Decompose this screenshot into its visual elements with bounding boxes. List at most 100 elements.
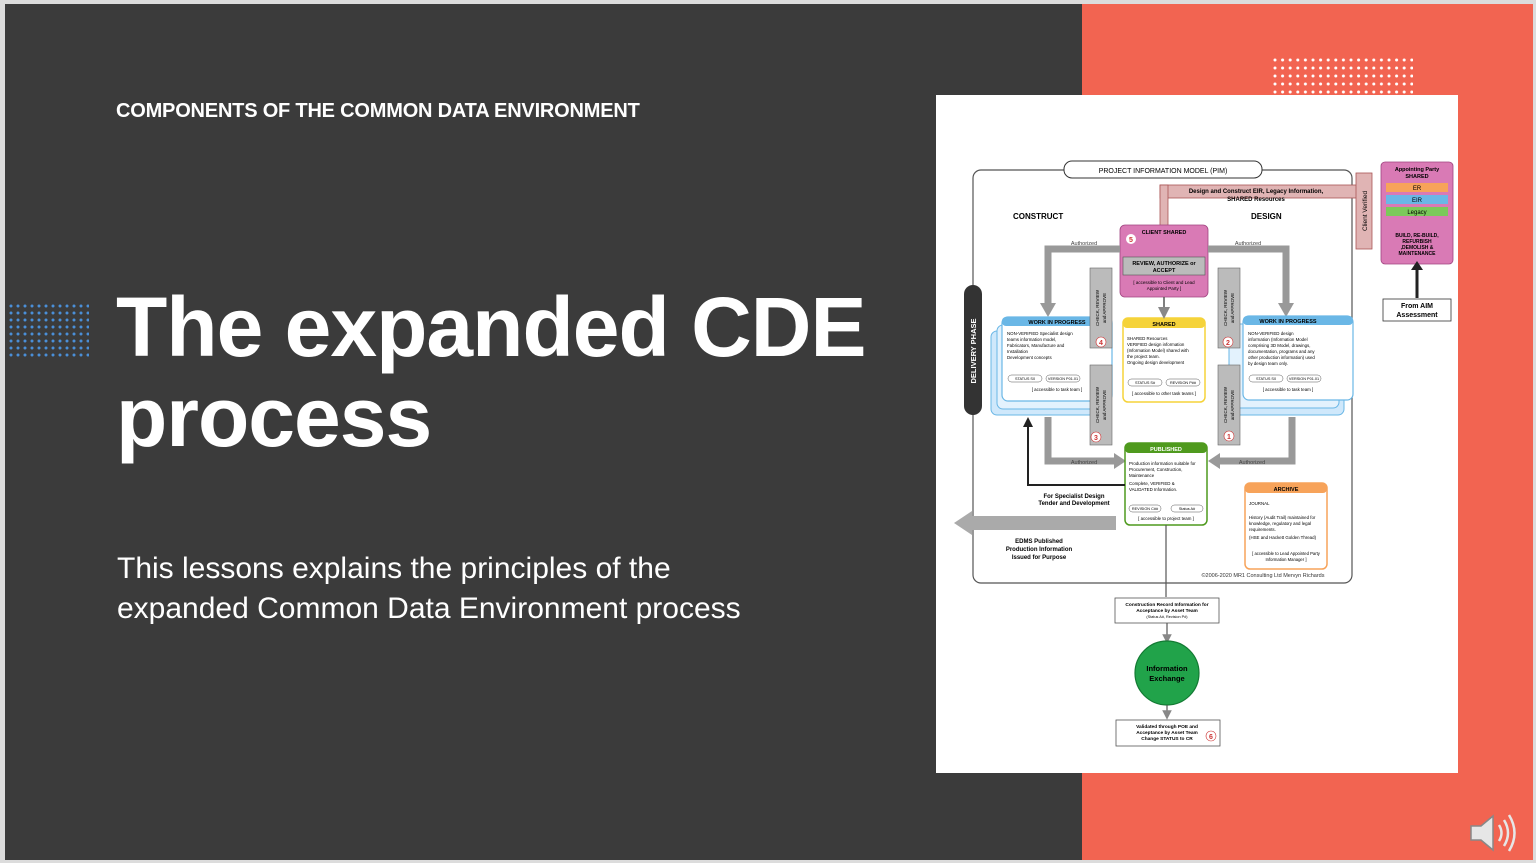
legacy-chip xyxy=(1386,207,1448,216)
validated-line-3: Change STATUS to CR xyxy=(1141,736,1193,742)
pim-label-box xyxy=(1063,160,1263,179)
published-line-4: Complete, VERIFIED & xyxy=(1129,481,1175,486)
step-5-badge xyxy=(1126,234,1136,244)
title-line-2: process xyxy=(116,370,432,464)
decorative-dots-white xyxy=(1273,58,1413,94)
authorized-arrow-bottom-left-head xyxy=(1114,453,1126,469)
archive-line-3: knowledge, regulatory and legal xyxy=(1249,521,1311,526)
wip-left-line-5: Development concepts xyxy=(1007,355,1052,360)
check-4-line-2: and APPROVE xyxy=(1102,293,1107,323)
authorized-arrow-bottom-right-head xyxy=(1208,453,1220,469)
wip-right-header xyxy=(1243,316,1353,325)
slide-subtitle: This lessons explains the principles of … xyxy=(117,549,837,629)
archive-header xyxy=(1245,483,1327,493)
step-6-badge xyxy=(1205,730,1217,742)
construction-record-line-3: (Status A#, Revision P#) xyxy=(1146,615,1188,619)
appointing-party-sub: SHARED xyxy=(1405,174,1428,180)
cde-diagram: PROJECT INFORMATION MODEL (PIM) Design a… xyxy=(954,160,1454,747)
construction-record-line-2: Acceptance by Asset Team xyxy=(1136,608,1198,614)
step-3-badge xyxy=(1090,431,1102,443)
step-6-label: 6 xyxy=(1209,734,1213,741)
delivery-phase-label: DELIVERY PHASE xyxy=(969,318,978,383)
information-exchange-circle xyxy=(1134,640,1200,706)
from-aim-2: Assessment xyxy=(1396,312,1438,319)
archive-line-4: requirements. xyxy=(1249,527,1276,532)
wip-right-line-6: by design team only. xyxy=(1248,361,1288,366)
wip-left-access: [ accessible to task team ] xyxy=(1032,387,1083,392)
client-shared-title: CLIENT SHARED xyxy=(1142,230,1187,236)
delivery-phase-pill xyxy=(964,285,982,415)
wip-right-status: STATUS S0 xyxy=(1256,377,1276,381)
authorized-arrow-top-right-head xyxy=(1278,303,1294,317)
wip-right-version-pill xyxy=(1286,374,1322,383)
wip-left-line-4: Installation xyxy=(1007,349,1029,354)
wip-left-version: VERSION P01.01 xyxy=(1048,377,1078,381)
wip-right-access: [ accessible to task team ] xyxy=(1263,387,1314,392)
wip-left-status: STATUS S0 xyxy=(1015,377,1035,381)
shared-line-1: SHARED Resources xyxy=(1127,336,1168,341)
wip-left-header xyxy=(1002,317,1112,326)
check-3-line-1: CHECK, REVIEW xyxy=(1095,386,1100,423)
step-2-label: 2 xyxy=(1226,340,1230,347)
wip-left-title: WORK IN PROGRESS xyxy=(1028,320,1085,326)
construction-record-box xyxy=(1114,597,1220,624)
step-1-label: 1 xyxy=(1227,434,1231,441)
subtitle-line-1: This lessons explains the principles of … xyxy=(117,552,671,585)
specialist-line-1: For Specialist Design xyxy=(1043,494,1104,500)
authorized-arrow-bottom-right xyxy=(1218,417,1296,465)
design-label: DESIGN xyxy=(1251,212,1282,221)
published-revision: REVISION C## xyxy=(1132,507,1159,511)
published-access: [ accessible to project team ] xyxy=(1138,516,1194,521)
edms-line-3: Issued for Purpose xyxy=(1012,555,1067,561)
eir-bar-text-1: Design and Construct EIR, Legacy Informa… xyxy=(1189,189,1324,195)
wip-right-version: VERSION P01.01 xyxy=(1289,377,1319,381)
decorative-dots-blue xyxy=(9,304,89,358)
wip-right-title: WORK IN PROGRESS xyxy=(1259,319,1316,325)
copyright-line: ©2006-2020 MR1 Consulting Ltd Mervyn Ric… xyxy=(1202,572,1325,579)
er-label: ER xyxy=(1413,186,1422,192)
wip-right-line-2: information (Information Model xyxy=(1248,337,1308,342)
published-line-1: Production information suitable for xyxy=(1129,461,1196,466)
review-1: REVIEW, AUTHORIZE or xyxy=(1132,261,1196,267)
build-line-4: MAINTENANCE xyxy=(1399,251,1437,257)
cde-diagram-image: PROJECT INFORMATION MODEL (PIM) Design a… xyxy=(936,95,1458,773)
wip-left-line-2: teams information model, xyxy=(1007,337,1056,342)
slide-title: The expanded CDE process xyxy=(116,282,916,462)
archive-title: ARCHIVE xyxy=(1274,487,1299,493)
client-verified-bar xyxy=(1355,172,1373,250)
access-client-2: Appointed Party ] xyxy=(1147,286,1182,291)
authorized-label-3: Authorized xyxy=(1071,460,1097,466)
authorized-arrow-top-left-head xyxy=(1040,303,1056,317)
from-aim-box xyxy=(1382,298,1452,322)
check-1-line-2: and APPROVE xyxy=(1230,390,1235,420)
eir-bar-text-2: SHARED Resources xyxy=(1227,197,1285,203)
client-verified-label: Client Verified xyxy=(1362,191,1369,231)
wip-left-status-pill xyxy=(1007,374,1043,383)
wip-right-status-pill xyxy=(1248,374,1284,383)
pim-label: PROJECT INFORMATION MODEL (PIM) xyxy=(1099,168,1228,175)
authorized-label-4: Authorized xyxy=(1239,460,1265,466)
check-2-line-1: CHECK, REVIEW xyxy=(1223,289,1228,326)
published-title: PUBLISHED xyxy=(1150,447,1182,453)
shared-status-pill xyxy=(1127,378,1163,387)
check-column-4 xyxy=(1089,267,1113,349)
archive-line-2: History (Audit Trail) maintained for xyxy=(1249,515,1316,520)
shared-line-2: VERIFIED design information xyxy=(1127,342,1185,347)
speaker-icon[interactable] xyxy=(1467,810,1521,856)
information-exchange-line-2: Exchange xyxy=(1149,674,1184,683)
authorized-arrow-top-right xyxy=(1208,245,1290,305)
shared-revision-pill xyxy=(1165,378,1201,387)
edms-arrow-head xyxy=(954,511,972,535)
aim-arrow-head xyxy=(1411,261,1423,270)
eir-label: EIR xyxy=(1412,198,1423,204)
archive-line-7: Information Manager ] xyxy=(1266,557,1307,562)
step-1-badge xyxy=(1223,430,1235,442)
slide: COMPONENTS OF THE COMMON DATA ENVIRONMEN… xyxy=(5,4,1533,860)
shared-access: [ accessible to other task teams ] xyxy=(1132,391,1196,396)
validated-line-1: Validated through POE and xyxy=(1136,724,1198,730)
shared-revision: REVISION P## xyxy=(1170,381,1197,385)
appointing-party-title: Appointing Party xyxy=(1395,167,1440,173)
specialist-arrow xyxy=(1027,425,1125,486)
shared-status: STATUS S# xyxy=(1135,381,1156,385)
section-kicker: COMPONENTS OF THE COMMON DATA ENVIRONMEN… xyxy=(116,100,640,122)
